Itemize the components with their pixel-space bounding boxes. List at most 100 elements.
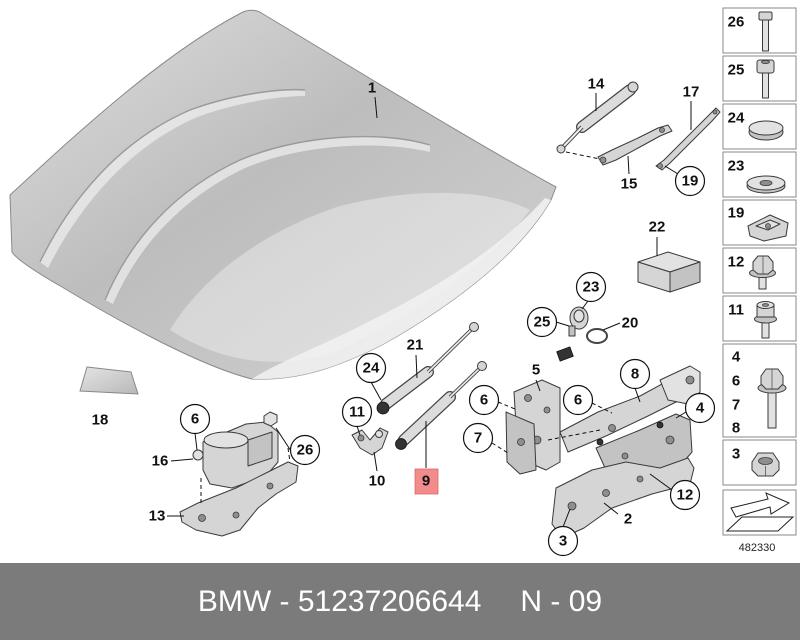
svg-text:3: 3	[732, 446, 740, 463]
leader-line	[591, 402, 613, 414]
svg-text:5: 5	[532, 362, 540, 379]
callout-9-highlighted: 9	[414, 468, 439, 495]
svg-text:26: 26	[297, 442, 314, 459]
leader-line	[581, 300, 589, 310]
svg-text:26: 26	[728, 14, 745, 31]
svg-text:6: 6	[191, 411, 199, 428]
callout-14: 14	[588, 76, 605, 93]
parts-diagram: 1 14 17 19 15 22 23 25 20 21 24 5 8 6 6 …	[9, 7, 797, 557]
svg-text:12: 12	[677, 487, 694, 504]
leader-line	[415, 354, 418, 379]
svg-text:22: 22	[649, 219, 666, 236]
svg-text:4: 4	[696, 400, 705, 417]
hood-hinge-assembly	[505, 365, 701, 539]
leader-line	[602, 322, 621, 331]
svg-text:21: 21	[407, 337, 424, 354]
part-number-text: BMW - 51237206644	[197, 584, 482, 618]
hex-nut-icon	[751, 452, 780, 477]
leader-line	[287, 447, 291, 463]
callout-4: 4	[684, 392, 716, 424]
svg-text:9: 9	[422, 473, 430, 490]
svg-text:25: 25	[728, 62, 745, 79]
legend-item-23: 23	[722, 151, 797, 198]
callout-26: 26	[289, 434, 321, 466]
svg-text:18: 18	[92, 412, 109, 429]
socket-head-screw-icon	[756, 59, 775, 99]
clip-nut-icon	[747, 214, 789, 242]
svg-text:6: 6	[574, 392, 582, 409]
callout-18: 18	[92, 412, 109, 429]
gas-strut-upper	[556, 81, 639, 154]
hood-support-rod	[655, 107, 721, 171]
leader-line	[634, 387, 641, 403]
legend-item-19: 19	[722, 199, 797, 246]
legend-item-12: 12	[722, 247, 797, 294]
svg-text:3: 3	[559, 533, 567, 550]
leader-line	[547, 429, 601, 441]
callout-19: 19	[674, 165, 706, 197]
leader-line	[649, 473, 673, 491]
callout-5: 5	[532, 362, 540, 379]
hood-latch-bracket	[179, 411, 299, 537]
svg-text:17: 17	[683, 84, 700, 101]
legend-item-arrow	[722, 489, 797, 536]
legend-item-26: 26	[722, 7, 797, 54]
svg-text:19: 19	[682, 173, 699, 190]
svg-text:15: 15	[621, 176, 638, 193]
cap-and-cable-tie	[556, 306, 608, 362]
leader-line	[374, 96, 378, 119]
svg-text:6: 6	[732, 373, 740, 390]
callout-11: 11	[341, 396, 373, 428]
callout-13: 13	[149, 508, 166, 525]
legend-item-25: 25	[722, 55, 797, 102]
svg-text:2: 2	[624, 511, 632, 528]
callout-24: 24	[355, 352, 387, 384]
leader-line	[170, 458, 194, 462]
strut-bracket	[597, 124, 673, 166]
callout-16: 16	[152, 453, 169, 470]
svg-text:7: 7	[474, 430, 482, 447]
leader-line	[664, 165, 679, 175]
svg-text:13: 13	[149, 508, 166, 525]
legend-item-11: 11	[722, 295, 797, 342]
footer: BMW - 51237206644 N - 09	[0, 563, 800, 640]
callout-6-b: 6	[562, 384, 594, 416]
svg-text:1: 1	[368, 80, 376, 97]
reference-number: 482330	[739, 542, 776, 554]
leader-line	[194, 432, 198, 451]
callout-23: 23	[575, 271, 607, 303]
callout-7: 7	[462, 422, 494, 454]
svg-text:25: 25	[534, 314, 551, 331]
svg-text:16: 16	[152, 453, 169, 470]
callout-1: 1	[368, 80, 376, 97]
hex-nut-bolt-icon	[757, 368, 787, 429]
callout-20: 20	[622, 315, 639, 332]
callout-22: 22	[649, 219, 666, 236]
svg-text:11: 11	[349, 404, 365, 421]
svg-text:24: 24	[728, 110, 745, 127]
svg-text:12: 12	[728, 254, 745, 271]
hardware-legend: 26 25 24 23	[722, 7, 797, 554]
svg-text:23: 23	[583, 279, 600, 296]
leader-line	[373, 451, 378, 472]
gas-strut-9	[395, 361, 487, 450]
plug-cap-icon	[748, 120, 784, 141]
leader-line	[565, 151, 601, 160]
svg-text:23: 23	[728, 158, 745, 175]
callout-6-a: 6	[468, 384, 500, 416]
gas-strut-21	[376, 322, 479, 415]
svg-text:4: 4	[732, 349, 741, 366]
svg-text:7: 7	[732, 397, 740, 414]
callout-8: 8	[619, 358, 651, 390]
svg-text:11: 11	[728, 302, 744, 319]
legend-item-3: 3	[722, 439, 797, 486]
callout-6-c: 6	[179, 403, 211, 435]
leader-line	[491, 442, 509, 454]
foam-block	[637, 251, 701, 293]
legend-item-24: 24	[722, 103, 797, 150]
callout-3: 3	[547, 525, 579, 557]
strut-ball-bracket	[351, 427, 389, 456]
svg-text:19: 19	[728, 205, 745, 222]
legend-item-4-6-7-8: 4 6 7 8	[722, 343, 797, 438]
